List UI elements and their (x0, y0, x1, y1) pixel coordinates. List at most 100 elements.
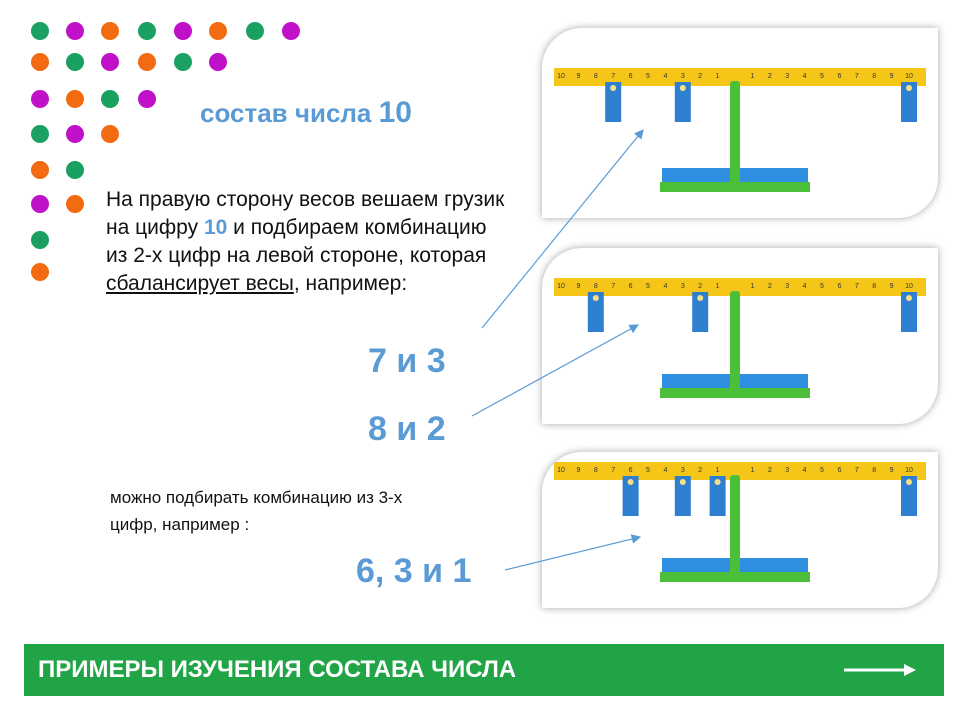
beam-number: 9 (576, 73, 580, 80)
weight-hole (906, 295, 912, 301)
beam-number: 8 (872, 283, 876, 290)
dot (66, 22, 84, 40)
dot (66, 90, 84, 108)
dot (282, 22, 300, 40)
beam-number: 5 (646, 283, 650, 290)
beam-number: 10 (905, 467, 913, 474)
dot (31, 90, 49, 108)
dot (31, 22, 49, 40)
weight-hole (697, 295, 704, 301)
weight-hole (592, 295, 599, 301)
beam-number: 8 (872, 73, 876, 80)
balance-stand (730, 475, 740, 574)
beam-number: 9 (890, 283, 894, 290)
beam-number: 7 (855, 467, 859, 474)
beam-number: 6 (629, 73, 633, 80)
dot (66, 161, 84, 179)
footer-banner[interactable]: ПРИМЕРЫ ИЗУЧЕНИЯ СОСТАВА ЧИСЛА (24, 644, 944, 696)
dot (31, 231, 49, 249)
beam-number: 9 (890, 467, 894, 474)
example-8-and-2: 8 и 2 (368, 410, 446, 448)
banner-text: ПРИМЕРЫ ИЗУЧЕНИЯ СОСТАВА ЧИСЛА (38, 656, 517, 683)
instruction-text: На правую сторону весов вешаем грузик на… (106, 188, 505, 295)
beam-number: 3 (681, 73, 685, 80)
balance-base (660, 182, 810, 192)
dot (31, 263, 49, 281)
dot (138, 22, 156, 40)
dot (101, 90, 119, 108)
dot (31, 125, 49, 143)
beam-number: 6 (629, 467, 633, 474)
weight (901, 82, 917, 122)
dot (66, 195, 84, 213)
weight (605, 82, 622, 122)
balance-base (660, 572, 810, 582)
balance-beam (554, 68, 926, 86)
beam-number: 10 (557, 283, 565, 290)
beam-number: 2 (698, 467, 702, 474)
beam-number: 6 (837, 467, 841, 474)
weight-hole (679, 85, 686, 91)
weight (692, 292, 709, 332)
beam-number: 10 (557, 73, 565, 80)
beam-number: 4 (803, 73, 807, 80)
beam-number: 6 (837, 283, 841, 290)
instruction-text-2: можно подбирать комбинацию из 3-х цифр, … (110, 488, 403, 534)
weight (709, 476, 726, 516)
beam-number: 8 (594, 73, 598, 80)
weight (674, 82, 691, 122)
balance-stand (730, 291, 740, 390)
beam-number: 1 (716, 283, 720, 290)
arrow-right-icon[interactable] (842, 662, 918, 678)
beam-number: 6 (629, 283, 633, 290)
beam-number: 3 (681, 283, 685, 290)
tray-left (662, 168, 730, 182)
balance-stand (730, 81, 740, 184)
dot (174, 22, 192, 40)
beam-number: 7 (611, 467, 615, 474)
tray-right (740, 558, 808, 572)
dot (246, 22, 264, 40)
balance-beam (554, 278, 926, 296)
beam-number: 5 (646, 73, 650, 80)
beam-number: 3 (785, 73, 789, 80)
beam-number: 2 (698, 73, 702, 80)
beam-number: 9 (576, 283, 580, 290)
beam-number: 1 (750, 467, 754, 474)
dot (101, 22, 119, 40)
dot (209, 22, 227, 40)
beam-number: 9 (576, 467, 580, 474)
beam-number: 9 (890, 73, 894, 80)
tray-left (662, 374, 730, 388)
weight-hole (906, 85, 912, 91)
beam-number: 10 (905, 283, 913, 290)
tray-left (662, 558, 730, 572)
beam-number: 1 (716, 73, 720, 80)
beam-number: 7 (855, 283, 859, 290)
tray-right (740, 168, 808, 182)
dot (31, 53, 49, 71)
beam-number: 5 (820, 283, 824, 290)
beam-number: 4 (663, 73, 667, 80)
weight (674, 476, 691, 516)
beam-number: 1 (750, 73, 754, 80)
beam-number: 1 (750, 283, 754, 290)
dot (174, 53, 192, 71)
beam-number: 1 (716, 467, 720, 474)
dot (101, 125, 119, 143)
tray-right (740, 374, 808, 388)
balance-base (660, 388, 810, 398)
dot (209, 53, 227, 71)
beam-number: 3 (785, 283, 789, 290)
weight-hole (679, 479, 686, 485)
weight (622, 476, 639, 516)
dot (138, 90, 156, 108)
weight-hole (627, 479, 634, 485)
beam-number: 8 (594, 467, 598, 474)
dot (101, 53, 119, 71)
beam-number: 5 (820, 467, 824, 474)
beam-number: 2 (768, 73, 772, 80)
